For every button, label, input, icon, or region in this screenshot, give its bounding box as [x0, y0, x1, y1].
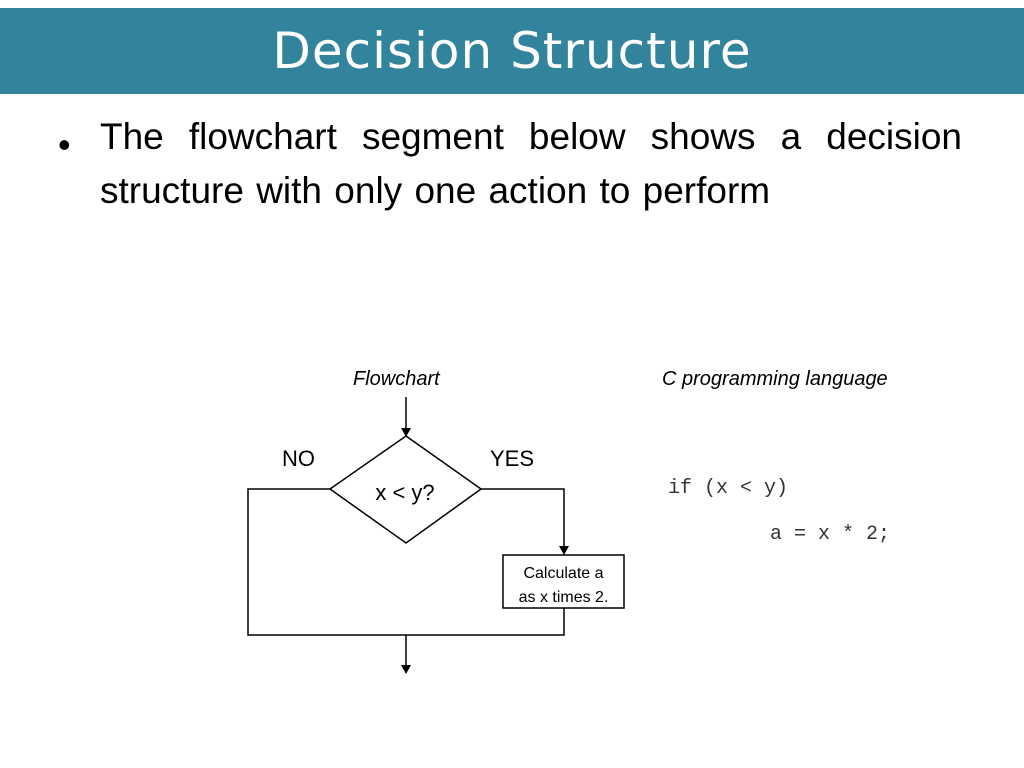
bullet-icon: • [58, 124, 71, 165]
code-line-if: if (x < y) [668, 477, 789, 500]
code-line-assign: a = x * 2; [770, 523, 891, 546]
slide-title: Decision Structure [272, 22, 752, 80]
action-return-line [406, 608, 565, 636]
action-text: Calculate a as x times 2. [503, 562, 624, 610]
exit-arrowhead [401, 665, 411, 674]
code-caption: C programming language [662, 368, 888, 390]
yes-arrowhead [559, 546, 569, 555]
title-bar [0, 8, 1024, 94]
action-text-line2: as x times 2. [518, 589, 609, 606]
decision-condition: x < y? [375, 480, 435, 505]
flowchart-caption: Flowchart [353, 368, 440, 390]
yes-branch-line [481, 488, 565, 553]
yes-label: YES [490, 446, 535, 471]
no-branch-line [247, 488, 406, 636]
bullet-text: The flowchart segment below shows a deci… [100, 116, 962, 211]
decision-diamond [328, 435, 483, 544]
entry-arrowhead [401, 428, 411, 437]
action-text-line1: Calculate a [523, 565, 604, 582]
no-label: NO [282, 446, 315, 471]
